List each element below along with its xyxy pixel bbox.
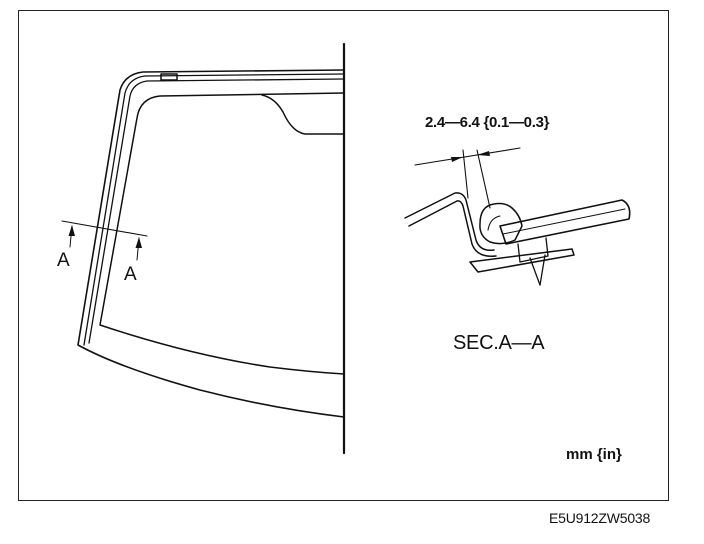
windshield-glass-section [499, 199, 631, 245]
section-arrowhead-left [68, 225, 75, 236]
units-label: mm {in} [566, 446, 622, 463]
section-cut-line [61, 220, 148, 237]
dimension-extension-right [476, 149, 491, 209]
glass-layer-line [502, 208, 626, 235]
windshield-outer-edge [77, 69, 345, 418]
roof-panel-inner [408, 200, 497, 257]
section-arrowhead-right [135, 237, 142, 248]
dimension-label: 2.4—6.4 {0.1—0.3} [425, 114, 550, 131]
section-mark-left: A [57, 250, 70, 271]
sensor-tab [160, 73, 178, 81]
dimension-arrow-right [477, 151, 490, 156]
roof-panel-outer [404, 192, 495, 252]
ceramic-border-inner-edge [99, 92, 345, 375]
figure-code: E5U912ZW5038 [549, 510, 651, 526]
molding-clip [479, 202, 523, 245]
urethane-edge-left [529, 257, 541, 286]
dimension-extension-left [462, 149, 469, 199]
dimension-arrow-left [451, 157, 463, 162]
molding-line [83, 73, 345, 346]
body-flange [469, 248, 575, 273]
figure-border [18, 10, 669, 501]
adhesive-dam [517, 237, 549, 263]
urethane-edge-right [539, 254, 546, 286]
section-mark-right: A [124, 264, 137, 285]
mirror-base-outline [261, 94, 345, 135]
molding-inner-line [88, 78, 345, 344]
section-title: SEC.A—A [453, 332, 545, 354]
dimension-line [414, 147, 521, 166]
molding-clip-detail [487, 215, 501, 231]
